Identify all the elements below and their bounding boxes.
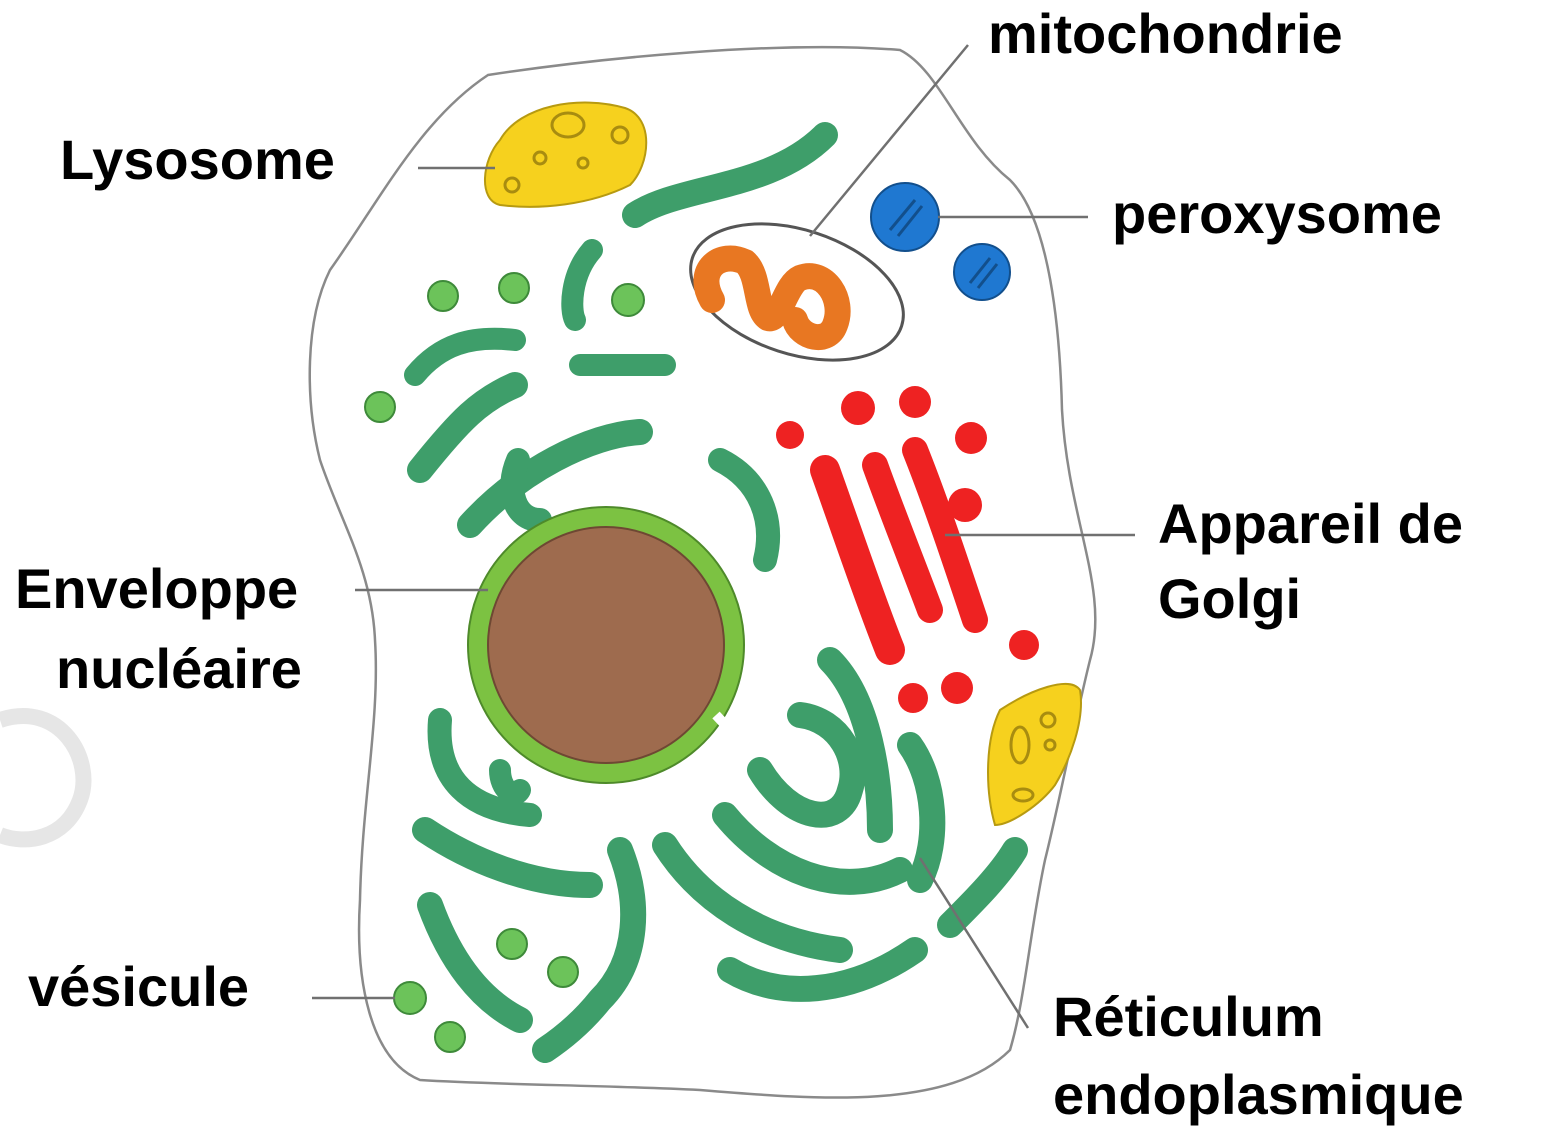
label-golgi-line1: Appareil de xyxy=(1158,492,1463,556)
label-peroxysome: peroxysome xyxy=(1112,182,1442,246)
label-reticulum-line1: Réticulum xyxy=(1053,985,1324,1049)
peroxysome-2 xyxy=(954,244,1010,300)
label-lysosome: Lysosome xyxy=(60,128,335,192)
label-mitochondrie: mitochondrie xyxy=(988,2,1343,66)
label-envelope-line1: Enveloppe xyxy=(15,557,298,621)
peroxysome-1 xyxy=(871,183,939,251)
watermark-arc xyxy=(0,716,83,839)
label-reticulum-line2: endoplasmique xyxy=(1053,1063,1464,1127)
label-envelope-line2: nucléaire xyxy=(56,637,302,701)
label-golgi-line2: Golgi xyxy=(1158,567,1301,631)
label-vesicule: vésicule xyxy=(28,955,249,1019)
